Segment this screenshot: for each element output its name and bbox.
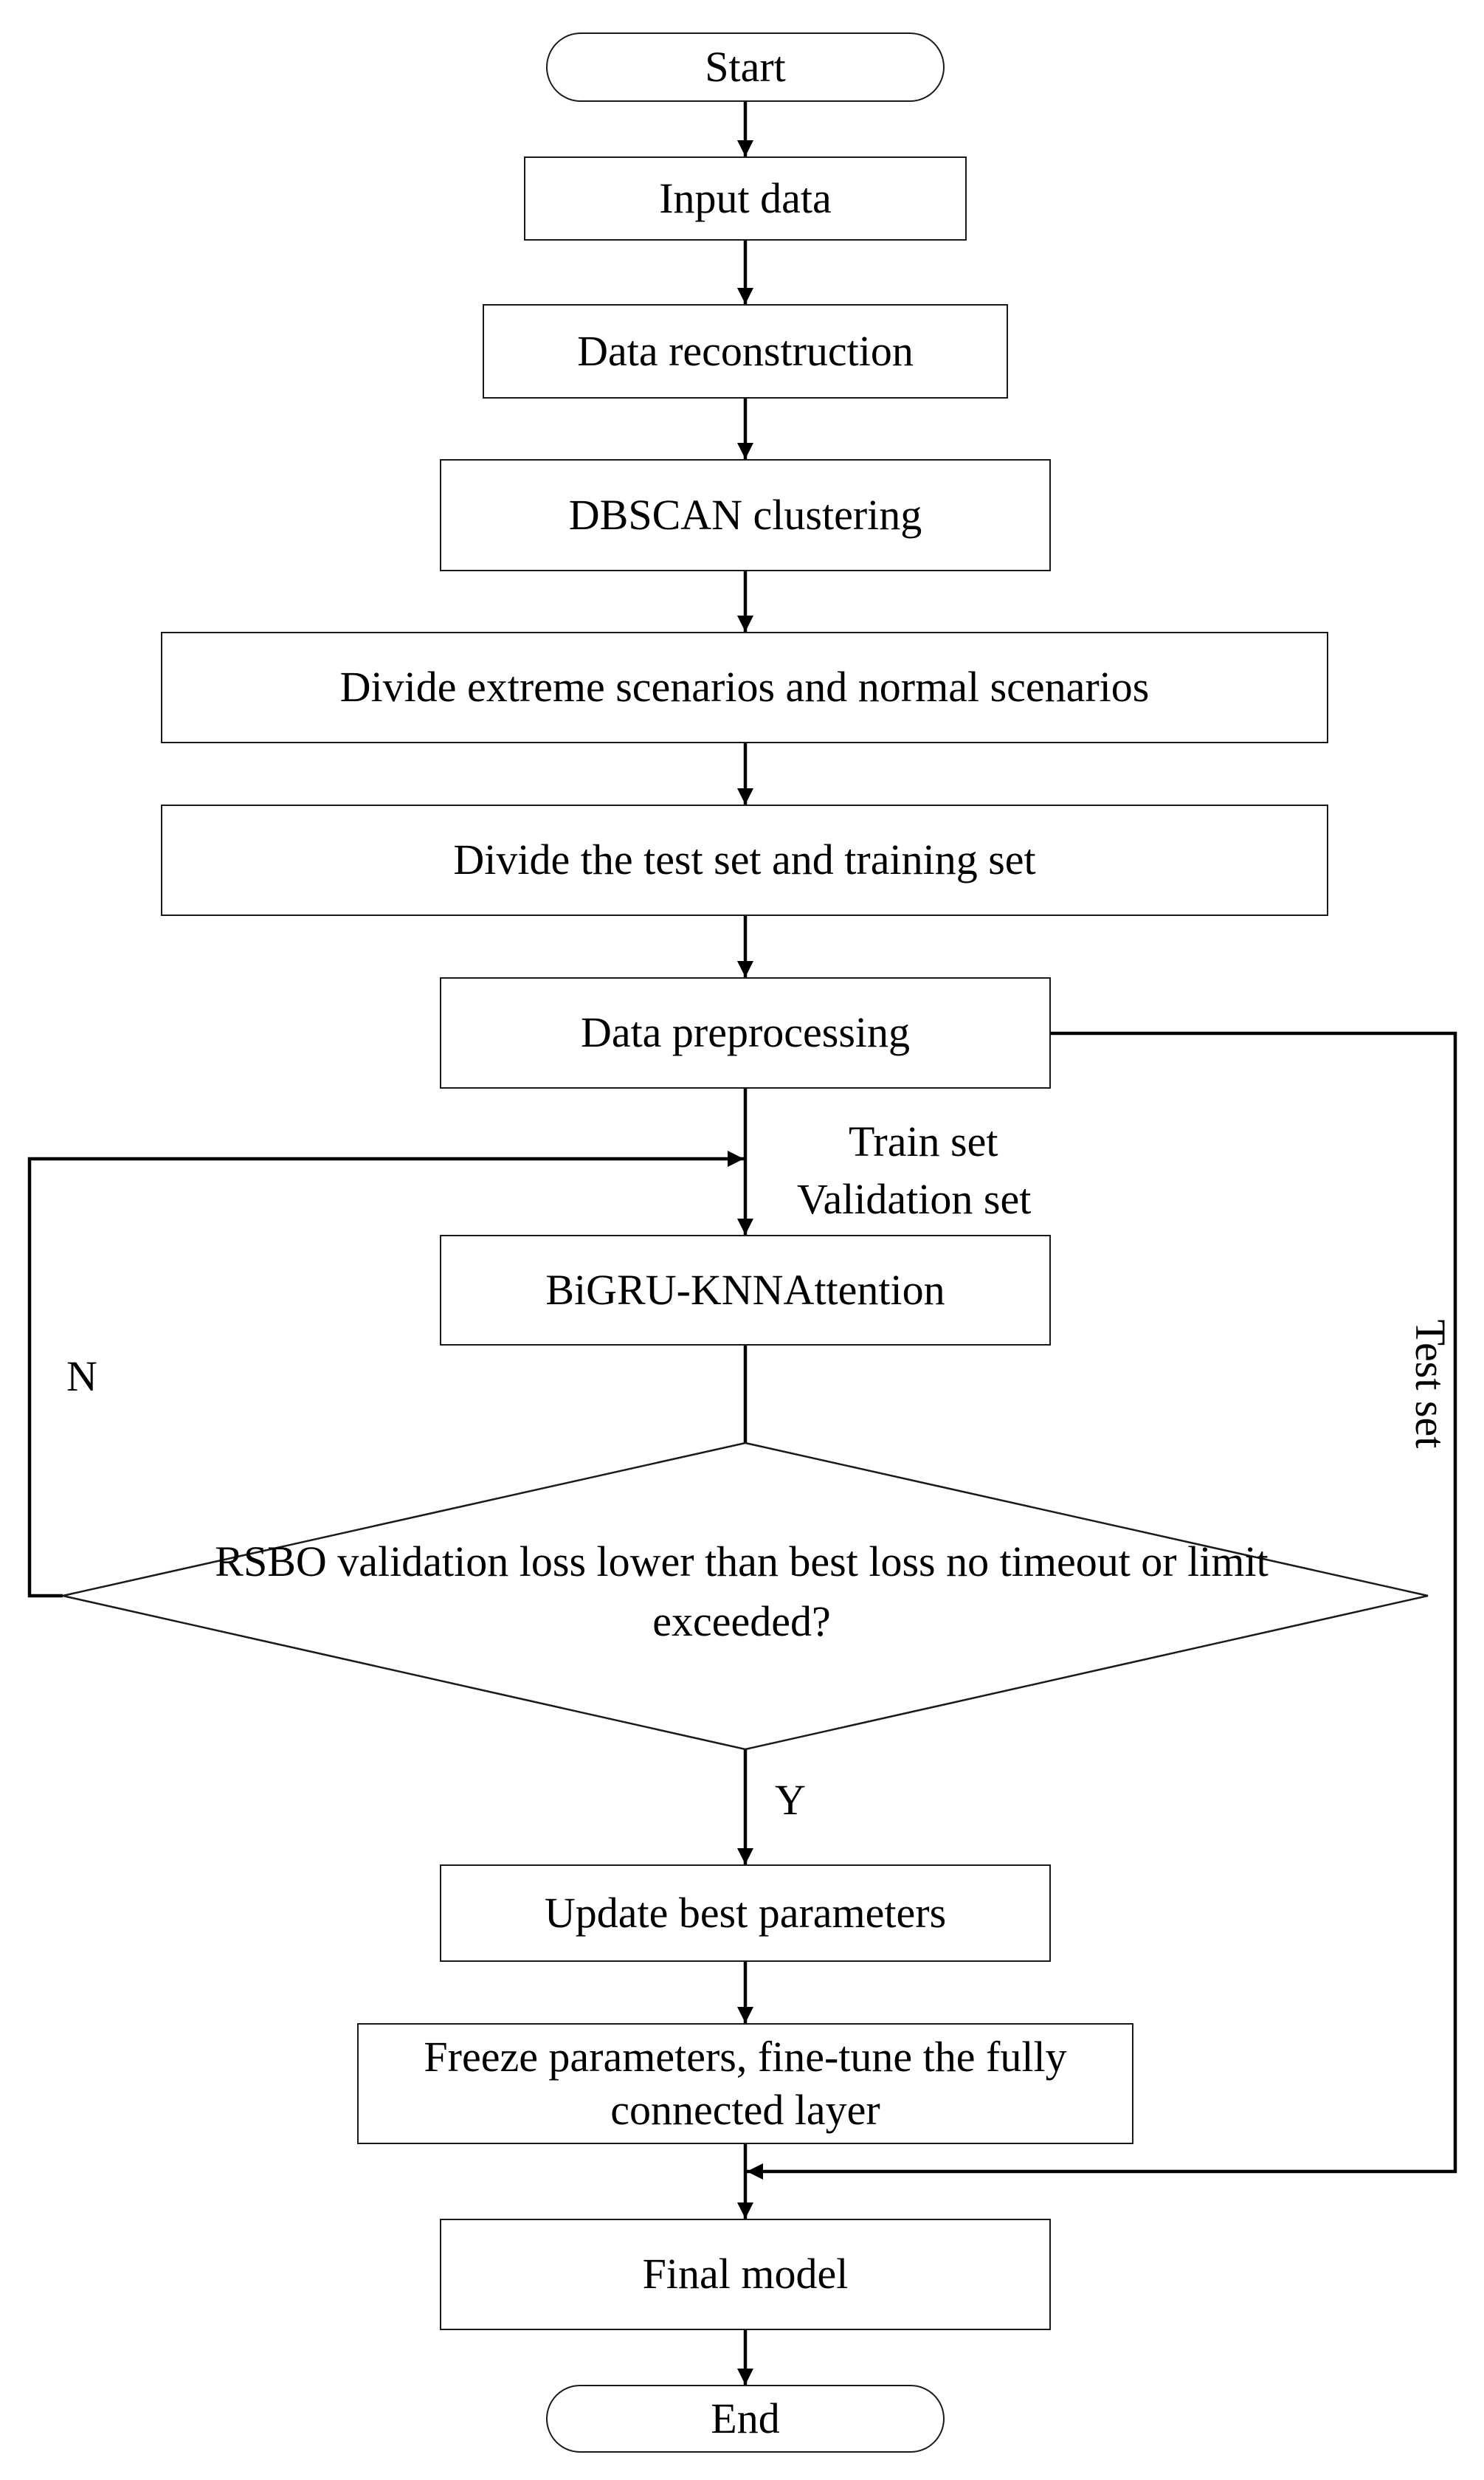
data-reconstruction-box: Data reconstruction (483, 304, 1008, 399)
update-best-parameters-box: Update best parameters (440, 1864, 1051, 1962)
loop-back-no-path (27, 1151, 744, 1598)
update-best-parameters-label: Update best parameters (544, 1888, 947, 1937)
end-label: End (711, 2394, 780, 2442)
divide-scenarios-box: Divide extreme scenarios and normal scen… (161, 632, 1328, 743)
dbscan-clustering-label: DBSCAN clustering (568, 490, 922, 539)
divide-sets-box: Divide the test set and training set (161, 805, 1328, 916)
start-terminal: Start (546, 32, 945, 102)
no-branch-label: N (66, 1352, 97, 1400)
freeze-parameters-box: Freeze parameters, fine-tune the fully c… (357, 2023, 1133, 2144)
test-set-path (747, 1031, 1457, 2180)
decision-diamond (62, 1442, 1429, 1751)
end-terminal: End (546, 2385, 945, 2453)
data-reconstruction-label: Data reconstruction (577, 326, 914, 375)
data-preprocessing-box: Data preprocessing (440, 977, 1051, 1089)
train-set-label: Train set (849, 1117, 998, 1165)
divide-scenarios-label: Divide extreme scenarios and normal scen… (339, 663, 1150, 712)
decision-label: RSBO validation loss lower than best los… (215, 1537, 1269, 1646)
validation-set-label: Validation set (797, 1175, 1032, 1223)
bigru-knnattention-label: BiGRU-KNNAttention (545, 1265, 945, 1314)
freeze-parameters-label: Freeze parameters, fine-tune the fully c… (424, 2032, 1067, 2135)
dbscan-clustering-box: DBSCAN clustering (440, 459, 1051, 571)
yes-branch-label: Y (775, 1776, 806, 1824)
bigru-knnattention-box: BiGRU-KNNAttention (440, 1235, 1051, 1346)
final-model-box: Final model (440, 2219, 1051, 2330)
divide-sets-label: Divide the test set and training set (453, 836, 1036, 884)
test-set-label: Test set (1407, 1319, 1454, 1449)
start-label: Start (705, 42, 786, 91)
data-preprocessing-label: Data preprocessing (580, 1008, 911, 1057)
final-model-label: Final model (642, 2250, 849, 2298)
input-data-box: Input data (524, 156, 967, 241)
input-data-label: Input data (659, 173, 832, 222)
